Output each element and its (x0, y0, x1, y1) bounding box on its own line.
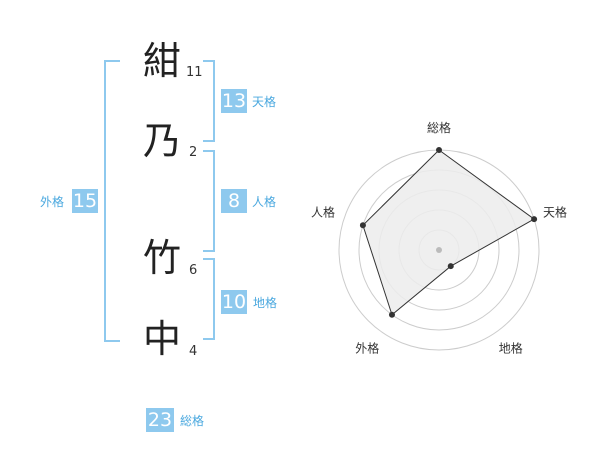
radar-point-4 (388, 311, 395, 318)
stroke-count-2: 2 (189, 145, 198, 160)
soukaku-value: 23 (146, 408, 174, 432)
radar-axis-label-3: 地格 (499, 341, 523, 356)
jinkaku-bracket (203, 150, 215, 252)
jinkaku-label: 人格 (252, 195, 277, 209)
chikaku-value: 10 (221, 290, 247, 314)
radar-point-5 (359, 222, 366, 229)
gaikaku-bracket (104, 60, 120, 342)
radar-point-3 (447, 263, 454, 270)
stroke-count-4: 4 (189, 344, 198, 359)
radar-axis-label-2: 天格 (543, 204, 567, 219)
radar-center-dot (436, 247, 442, 253)
gaikaku-label: 外格 (40, 195, 65, 209)
soukaku-label: 総格 (180, 414, 205, 428)
stroke-count-3: 6 (189, 263, 198, 278)
tenkaku-label: 天格 (252, 95, 277, 109)
name-char-2: 乃 (142, 119, 181, 163)
tenkaku-bracket (203, 60, 215, 142)
radar-polygon (362, 149, 536, 316)
name-char-1: 紺 (142, 39, 181, 83)
radar-axis-label-1: 総格 (427, 120, 451, 135)
radar-point-1 (436, 147, 442, 153)
chikaku-bracket (203, 258, 215, 340)
gaikaku-value: 15 (72, 189, 98, 213)
chikaku-label: 地格 (253, 296, 278, 310)
radar-axis-label-4: 外格 (355, 341, 379, 356)
radar-axis-label-5: 人格 (311, 204, 335, 219)
name-char-4: 中 (142, 317, 181, 361)
stroke-count-1: 11 (186, 65, 203, 80)
radar-point-2 (531, 216, 538, 223)
tenkaku-value: 13 (221, 89, 247, 113)
name-char-3: 竹 (142, 236, 181, 280)
jinkaku-value: 8 (221, 189, 247, 213)
